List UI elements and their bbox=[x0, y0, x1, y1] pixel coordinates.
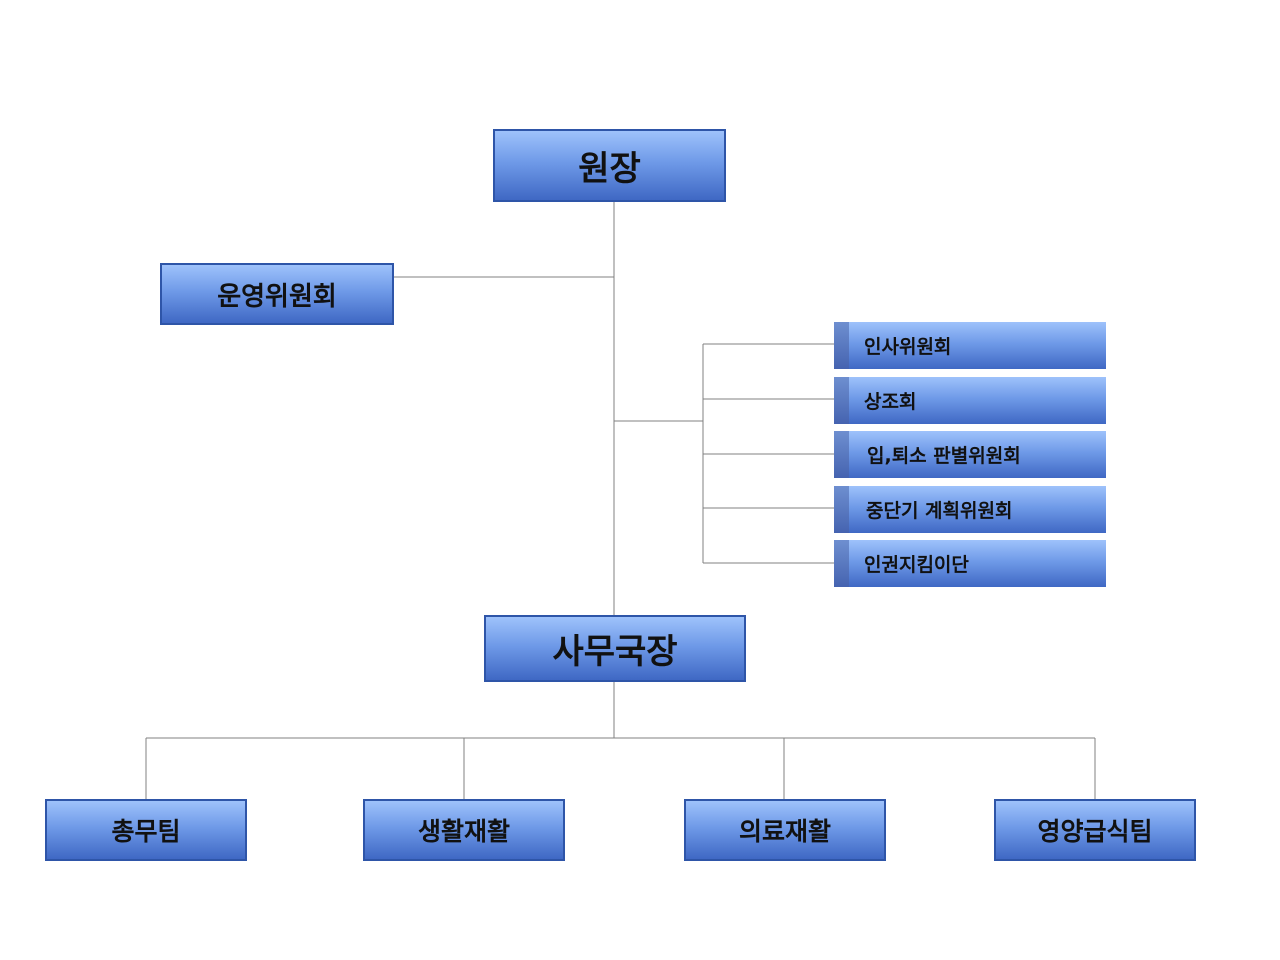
team-box: 총무팀 bbox=[45, 799, 247, 861]
team-label: 의료재활 bbox=[738, 817, 831, 846]
team-box: 의료재활 bbox=[684, 799, 886, 861]
steering-committee-box: 운영위원회 bbox=[160, 263, 394, 325]
team-box: 생활재활 bbox=[363, 799, 565, 861]
director-box: 원장 bbox=[493, 129, 726, 202]
committee-accent-bar bbox=[834, 431, 849, 478]
team-label: 총무팀 bbox=[111, 817, 181, 846]
committee-accent-bar bbox=[834, 540, 849, 587]
committee-label: 상조회 bbox=[864, 391, 917, 413]
secretary-general-box: 사무국장 bbox=[484, 615, 746, 682]
team-box: 영양급식팀 bbox=[994, 799, 1196, 861]
committee-box: 상조회 bbox=[834, 377, 1106, 424]
committee-box: 인사위원회 bbox=[834, 322, 1106, 369]
committee-label: 인권지킴이단 bbox=[864, 554, 969, 576]
team-label: 생활재활 bbox=[417, 817, 510, 846]
steering-committee-label: 운영위원회 bbox=[217, 281, 337, 312]
committee-box: 중단기 계획위원회 bbox=[834, 486, 1106, 533]
committee-label: 중단기 계획위원회 bbox=[866, 500, 1013, 522]
team-label: 영양급식팀 bbox=[1037, 817, 1153, 846]
committee-accent-bar bbox=[834, 486, 849, 533]
committee-accent-bar bbox=[834, 377, 849, 424]
secretary-general-label: 사무국장 bbox=[552, 632, 678, 672]
director-label: 원장 bbox=[578, 149, 641, 189]
committee-box: 인권지킴이단 bbox=[834, 540, 1106, 587]
committee-label: 입,퇴소 판별위원회 bbox=[867, 445, 1021, 467]
committee-label: 인사위원회 bbox=[864, 336, 952, 358]
committee-accent-bar bbox=[834, 322, 849, 369]
committee-box: 입,퇴소 판별위원회 bbox=[834, 431, 1106, 478]
